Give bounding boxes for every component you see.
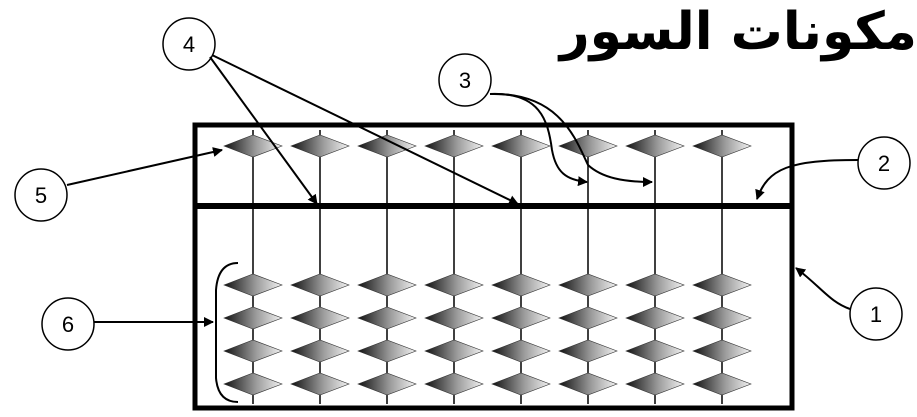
lower-bead-1-1 bbox=[223, 273, 283, 297]
callout-6: 6 bbox=[41, 297, 95, 351]
lower-bead-3-3 bbox=[357, 339, 417, 363]
callout-3: 3 bbox=[438, 53, 492, 107]
arrow-4a bbox=[209, 56, 318, 205]
lower-bead-3-2 bbox=[357, 306, 417, 330]
lower-bead-3-1 bbox=[357, 273, 417, 297]
lower-bead-5-4 bbox=[491, 372, 551, 396]
lower-bead-1-3 bbox=[223, 339, 283, 363]
upper-bead-4 bbox=[424, 134, 484, 158]
callout-1: 1 bbox=[849, 287, 903, 341]
lower-bead-7-4 bbox=[625, 372, 685, 396]
arrow-2 bbox=[755, 159, 859, 200]
upper-bead-5 bbox=[491, 134, 551, 158]
callout-3-label: 3 bbox=[459, 68, 471, 93]
lower-bead-1-4 bbox=[223, 372, 283, 396]
callout-6-label: 6 bbox=[62, 312, 74, 337]
diagram-title: مكونات السوروبان bbox=[557, 2, 917, 62]
lower-bead-5-3 bbox=[491, 339, 551, 363]
lower-bead-4-2 bbox=[424, 306, 484, 330]
lower-bead-5-2 bbox=[491, 306, 551, 330]
lower-bead-2-4 bbox=[290, 372, 350, 396]
upper-beads bbox=[223, 134, 752, 158]
upper-bead-8 bbox=[692, 134, 752, 158]
lower-bead-2-2 bbox=[290, 306, 350, 330]
arrow-4b bbox=[211, 54, 519, 205]
callout-1-circle bbox=[849, 287, 903, 341]
callout-3-circle bbox=[438, 53, 492, 107]
lower-bead-4-1 bbox=[424, 273, 484, 297]
upper-bead-1 bbox=[223, 134, 283, 158]
upper-bead-3 bbox=[357, 134, 417, 158]
lower-bead-1-2 bbox=[223, 306, 283, 330]
upper-bead-2 bbox=[290, 134, 350, 158]
lower-bead-6-1 bbox=[558, 273, 618, 297]
lower-bead-7-3 bbox=[625, 339, 685, 363]
callout-2-circle bbox=[857, 136, 911, 190]
lower-bead-4-3 bbox=[424, 339, 484, 363]
callout-5-label: 5 bbox=[35, 183, 47, 208]
callout-5: 5 bbox=[14, 168, 68, 222]
upper-bead-7 bbox=[625, 134, 685, 158]
callout-arrows bbox=[66, 54, 859, 327]
lower-bead-5-1 bbox=[491, 273, 551, 297]
lower-bead-4-4 bbox=[424, 372, 484, 396]
arrow-5 bbox=[66, 147, 223, 186]
callout-1-label: 1 bbox=[870, 302, 882, 327]
callout-4-circle bbox=[162, 17, 216, 71]
lower-bead-2-3 bbox=[290, 339, 350, 363]
lower-beads-bracket bbox=[215, 262, 239, 403]
callout-4-label: 4 bbox=[183, 32, 195, 57]
lower-bead-8-4 bbox=[692, 372, 752, 396]
callout-4: 4 bbox=[162, 17, 216, 71]
lower-bead-6-2 bbox=[558, 306, 618, 330]
arrow-1 bbox=[795, 267, 851, 310]
arrow-3a bbox=[489, 92, 588, 187]
lower-bead-7-2 bbox=[625, 306, 685, 330]
callout-6-circle bbox=[41, 297, 95, 351]
lower-bead-7-1 bbox=[625, 273, 685, 297]
lower-bead-6-4 bbox=[558, 372, 618, 396]
upper-bead-6 bbox=[558, 134, 618, 158]
abacus-rods bbox=[252, 130, 723, 404]
lower-bead-3-4 bbox=[357, 372, 417, 396]
callout-5-circle bbox=[14, 168, 68, 222]
callout-2-label: 2 bbox=[878, 151, 890, 176]
lower-bead-2-1 bbox=[290, 273, 350, 297]
lower-beads bbox=[223, 273, 752, 396]
arrow-3b bbox=[489, 92, 653, 187]
lower-bead-6-3 bbox=[558, 339, 618, 363]
lower-bead-8-3 bbox=[692, 339, 752, 363]
lower-bead-8-2 bbox=[692, 306, 752, 330]
abacus-frame bbox=[192, 122, 795, 411]
lower-bead-8-1 bbox=[692, 273, 752, 297]
callout-2: 2 bbox=[857, 136, 911, 190]
